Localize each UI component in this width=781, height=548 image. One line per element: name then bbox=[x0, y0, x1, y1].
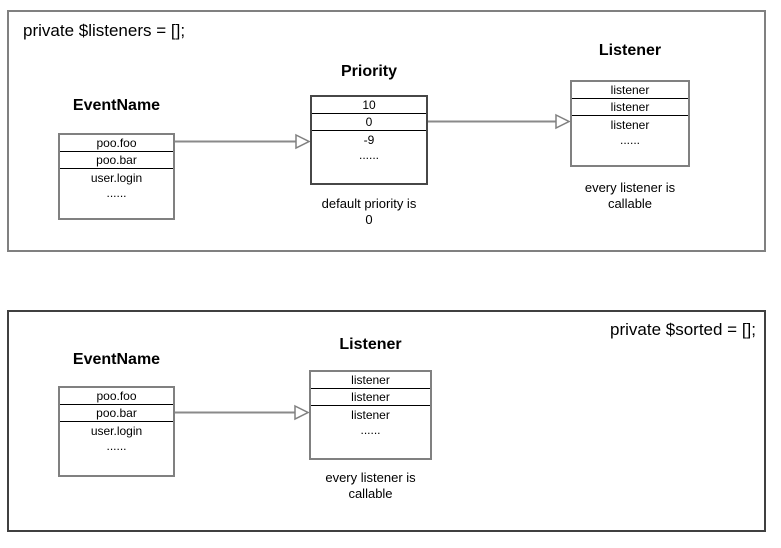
sorted-code-label: private $sorted = []; bbox=[610, 320, 756, 339]
caption-line: every listener is bbox=[325, 470, 416, 485]
listener-table: listener listener listener ...... bbox=[309, 370, 432, 460]
table-row: poo.foo bbox=[60, 135, 173, 152]
arrow-right-icon bbox=[175, 404, 309, 421]
table-free-area: listener ...... bbox=[311, 406, 430, 438]
table-row: poo.bar bbox=[60, 152, 173, 169]
priority-table: 10 0 -9 ...... bbox=[310, 95, 428, 185]
arrow-right-icon bbox=[428, 113, 570, 130]
table-row: poo.bar bbox=[60, 405, 173, 422]
eventname-table: poo.foo poo.bar user.login ...... bbox=[58, 133, 175, 220]
listener-table: listener listener listener ...... bbox=[570, 80, 690, 167]
caption-line: callable bbox=[348, 486, 393, 501]
table-row: listener bbox=[351, 408, 390, 422]
table-free-area: user.login ...... bbox=[60, 422, 173, 454]
table-row: listener bbox=[311, 389, 430, 406]
table-row: ...... bbox=[106, 186, 127, 200]
table-row: ...... bbox=[619, 133, 640, 147]
table-row: listener bbox=[572, 99, 688, 116]
caption-line: every listener is bbox=[584, 180, 676, 195]
table-row: ...... bbox=[358, 148, 379, 162]
table-row: ...... bbox=[360, 423, 381, 437]
table-row: poo.foo bbox=[60, 388, 173, 405]
table-row: user.login bbox=[90, 424, 143, 438]
listeners-code-label: private $listeners = []; bbox=[23, 21, 186, 40]
priority-heading: Priority bbox=[340, 63, 397, 80]
listener-caption: every listener is callable bbox=[560, 180, 700, 212]
table-row: -9 bbox=[363, 133, 375, 147]
priority-caption: default priority is 0 bbox=[300, 196, 438, 228]
table-free-area: listener ...... bbox=[572, 116, 688, 148]
eventname-heading: EventName bbox=[72, 97, 161, 114]
table-row: 0 bbox=[312, 114, 426, 131]
table-row: 10 bbox=[312, 97, 426, 114]
table-free-area: -9 ...... bbox=[312, 131, 426, 163]
caption-line: default priority is bbox=[321, 196, 417, 211]
arrow-right-icon bbox=[175, 133, 310, 150]
table-row: listener bbox=[572, 82, 688, 99]
table-row: listener bbox=[311, 372, 430, 389]
table-row: listener bbox=[610, 118, 650, 132]
table-free-area: user.login ...... bbox=[60, 169, 173, 201]
sorted-panel: private $sorted = []; EventName poo.foo … bbox=[7, 310, 766, 532]
eventname-table: poo.foo poo.bar user.login ...... bbox=[58, 386, 175, 477]
caption-line: callable bbox=[607, 196, 653, 211]
listener-heading: Listener bbox=[598, 42, 662, 59]
eventname-heading: EventName bbox=[72, 351, 161, 368]
listener-caption: every listener is callable bbox=[300, 470, 441, 502]
listener-heading: Listener bbox=[339, 336, 402, 353]
table-row: ...... bbox=[106, 439, 127, 453]
caption-line: 0 bbox=[365, 212, 373, 227]
listeners-panel: private $listeners = []; EventName poo.f… bbox=[7, 10, 766, 252]
table-row: user.login bbox=[90, 171, 143, 185]
